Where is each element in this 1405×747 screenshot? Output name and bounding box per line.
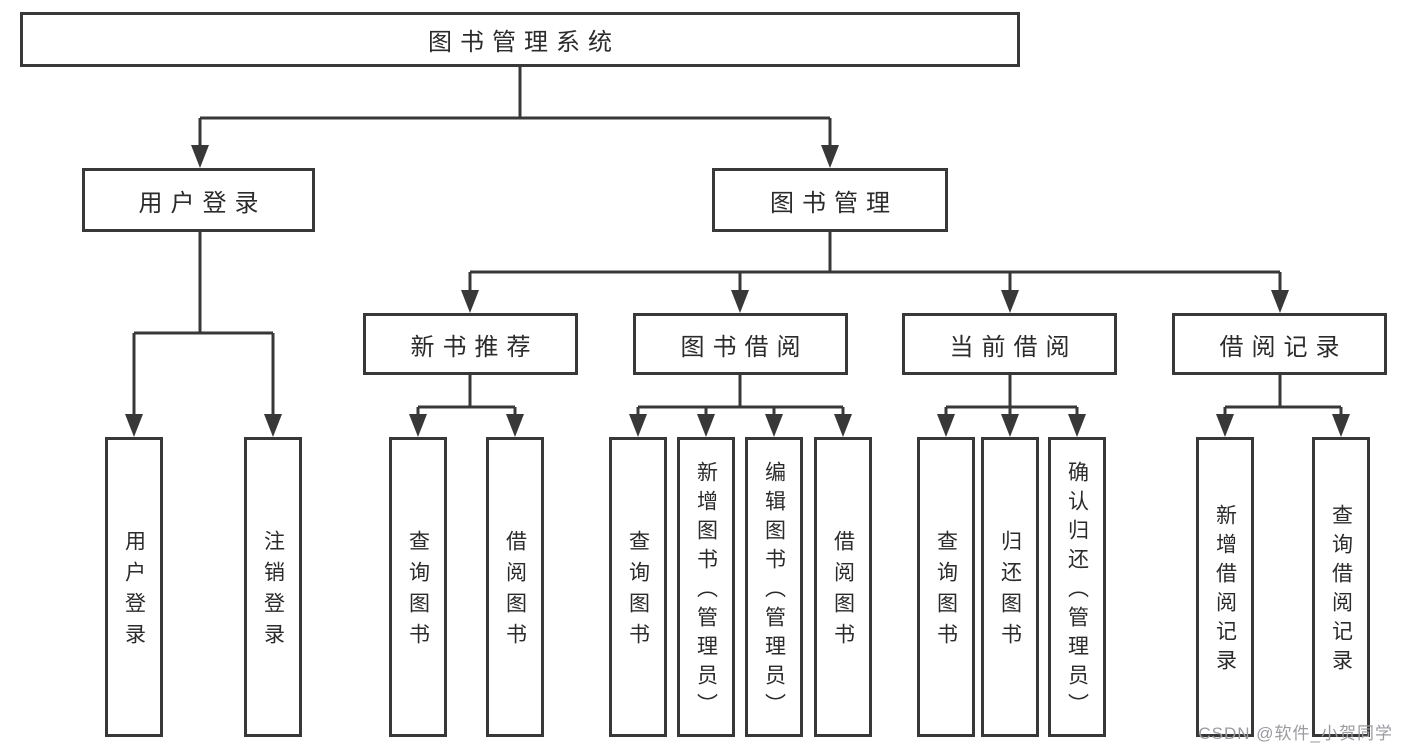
node-label: 图书借阅: [680, 333, 809, 361]
node-label: 新增图书（管理员）: [694, 460, 718, 722]
node-query-books-recommend: 查询图书: [389, 437, 447, 737]
node-book-borrowing: 图书借阅: [633, 313, 848, 375]
node-label: 新增借阅记录: [1213, 504, 1237, 678]
node-logout-leaf: 注销登录: [244, 437, 302, 737]
node-label: 新书推荐: [410, 333, 539, 361]
node-label: 用户登录: [138, 189, 267, 217]
node-return-book: 归还图书: [981, 437, 1039, 737]
node-label: 借阅图书: [503, 530, 527, 654]
node-edit-book-admin: 编辑图书（管理员）: [745, 437, 803, 737]
node-user-login-branch: 用户登录: [82, 168, 315, 232]
node-new-book-recommend: 新书推荐: [363, 313, 578, 375]
node-label: 用户登录: [122, 530, 146, 654]
watermark: CSDN @软件_小贺同学: [1198, 724, 1393, 743]
node-label: 当前借阅: [949, 333, 1078, 361]
node-query-books-borrow: 查询图书: [609, 437, 667, 737]
node-label: 注销登录: [261, 530, 285, 654]
node-borrow-books-recommend: 借阅图书: [486, 437, 544, 737]
node-label: 借阅记录: [1219, 333, 1348, 361]
node-label: 归还图书: [998, 530, 1022, 654]
node-label: 图书管理: [770, 189, 898, 217]
node-borrow-books-leaf: 借阅图书: [814, 437, 872, 737]
node-label: 借阅图书: [831, 530, 855, 654]
node-borrowing-records: 借阅记录: [1172, 313, 1387, 375]
node-confirm-return-admin: 确认归还（管理员）: [1048, 437, 1106, 737]
node-library-system-root: 图书管理系统: [20, 12, 1020, 67]
node-current-borrowing: 当前借阅: [902, 313, 1117, 375]
node-label: 查询借阅记录: [1329, 504, 1353, 678]
node-user-login-leaf: 用户登录: [105, 437, 163, 737]
node-add-book-admin: 新增图书（管理员）: [677, 437, 735, 737]
node-label: 编辑图书（管理员）: [762, 460, 786, 722]
node-label: 图书管理系统: [428, 29, 620, 56]
node-book-management-branch: 图书管理: [712, 168, 948, 232]
node-query-borrow-record: 查询借阅记录: [1312, 437, 1370, 737]
node-add-borrow-record: 新增借阅记录: [1196, 437, 1254, 737]
node-label: 确认归还（管理员）: [1065, 460, 1089, 722]
node-query-books-current: 查询图书: [917, 437, 975, 737]
node-label: 查询图书: [934, 530, 958, 654]
node-label: 查询图书: [626, 530, 650, 654]
node-label: 查询图书: [406, 530, 430, 654]
